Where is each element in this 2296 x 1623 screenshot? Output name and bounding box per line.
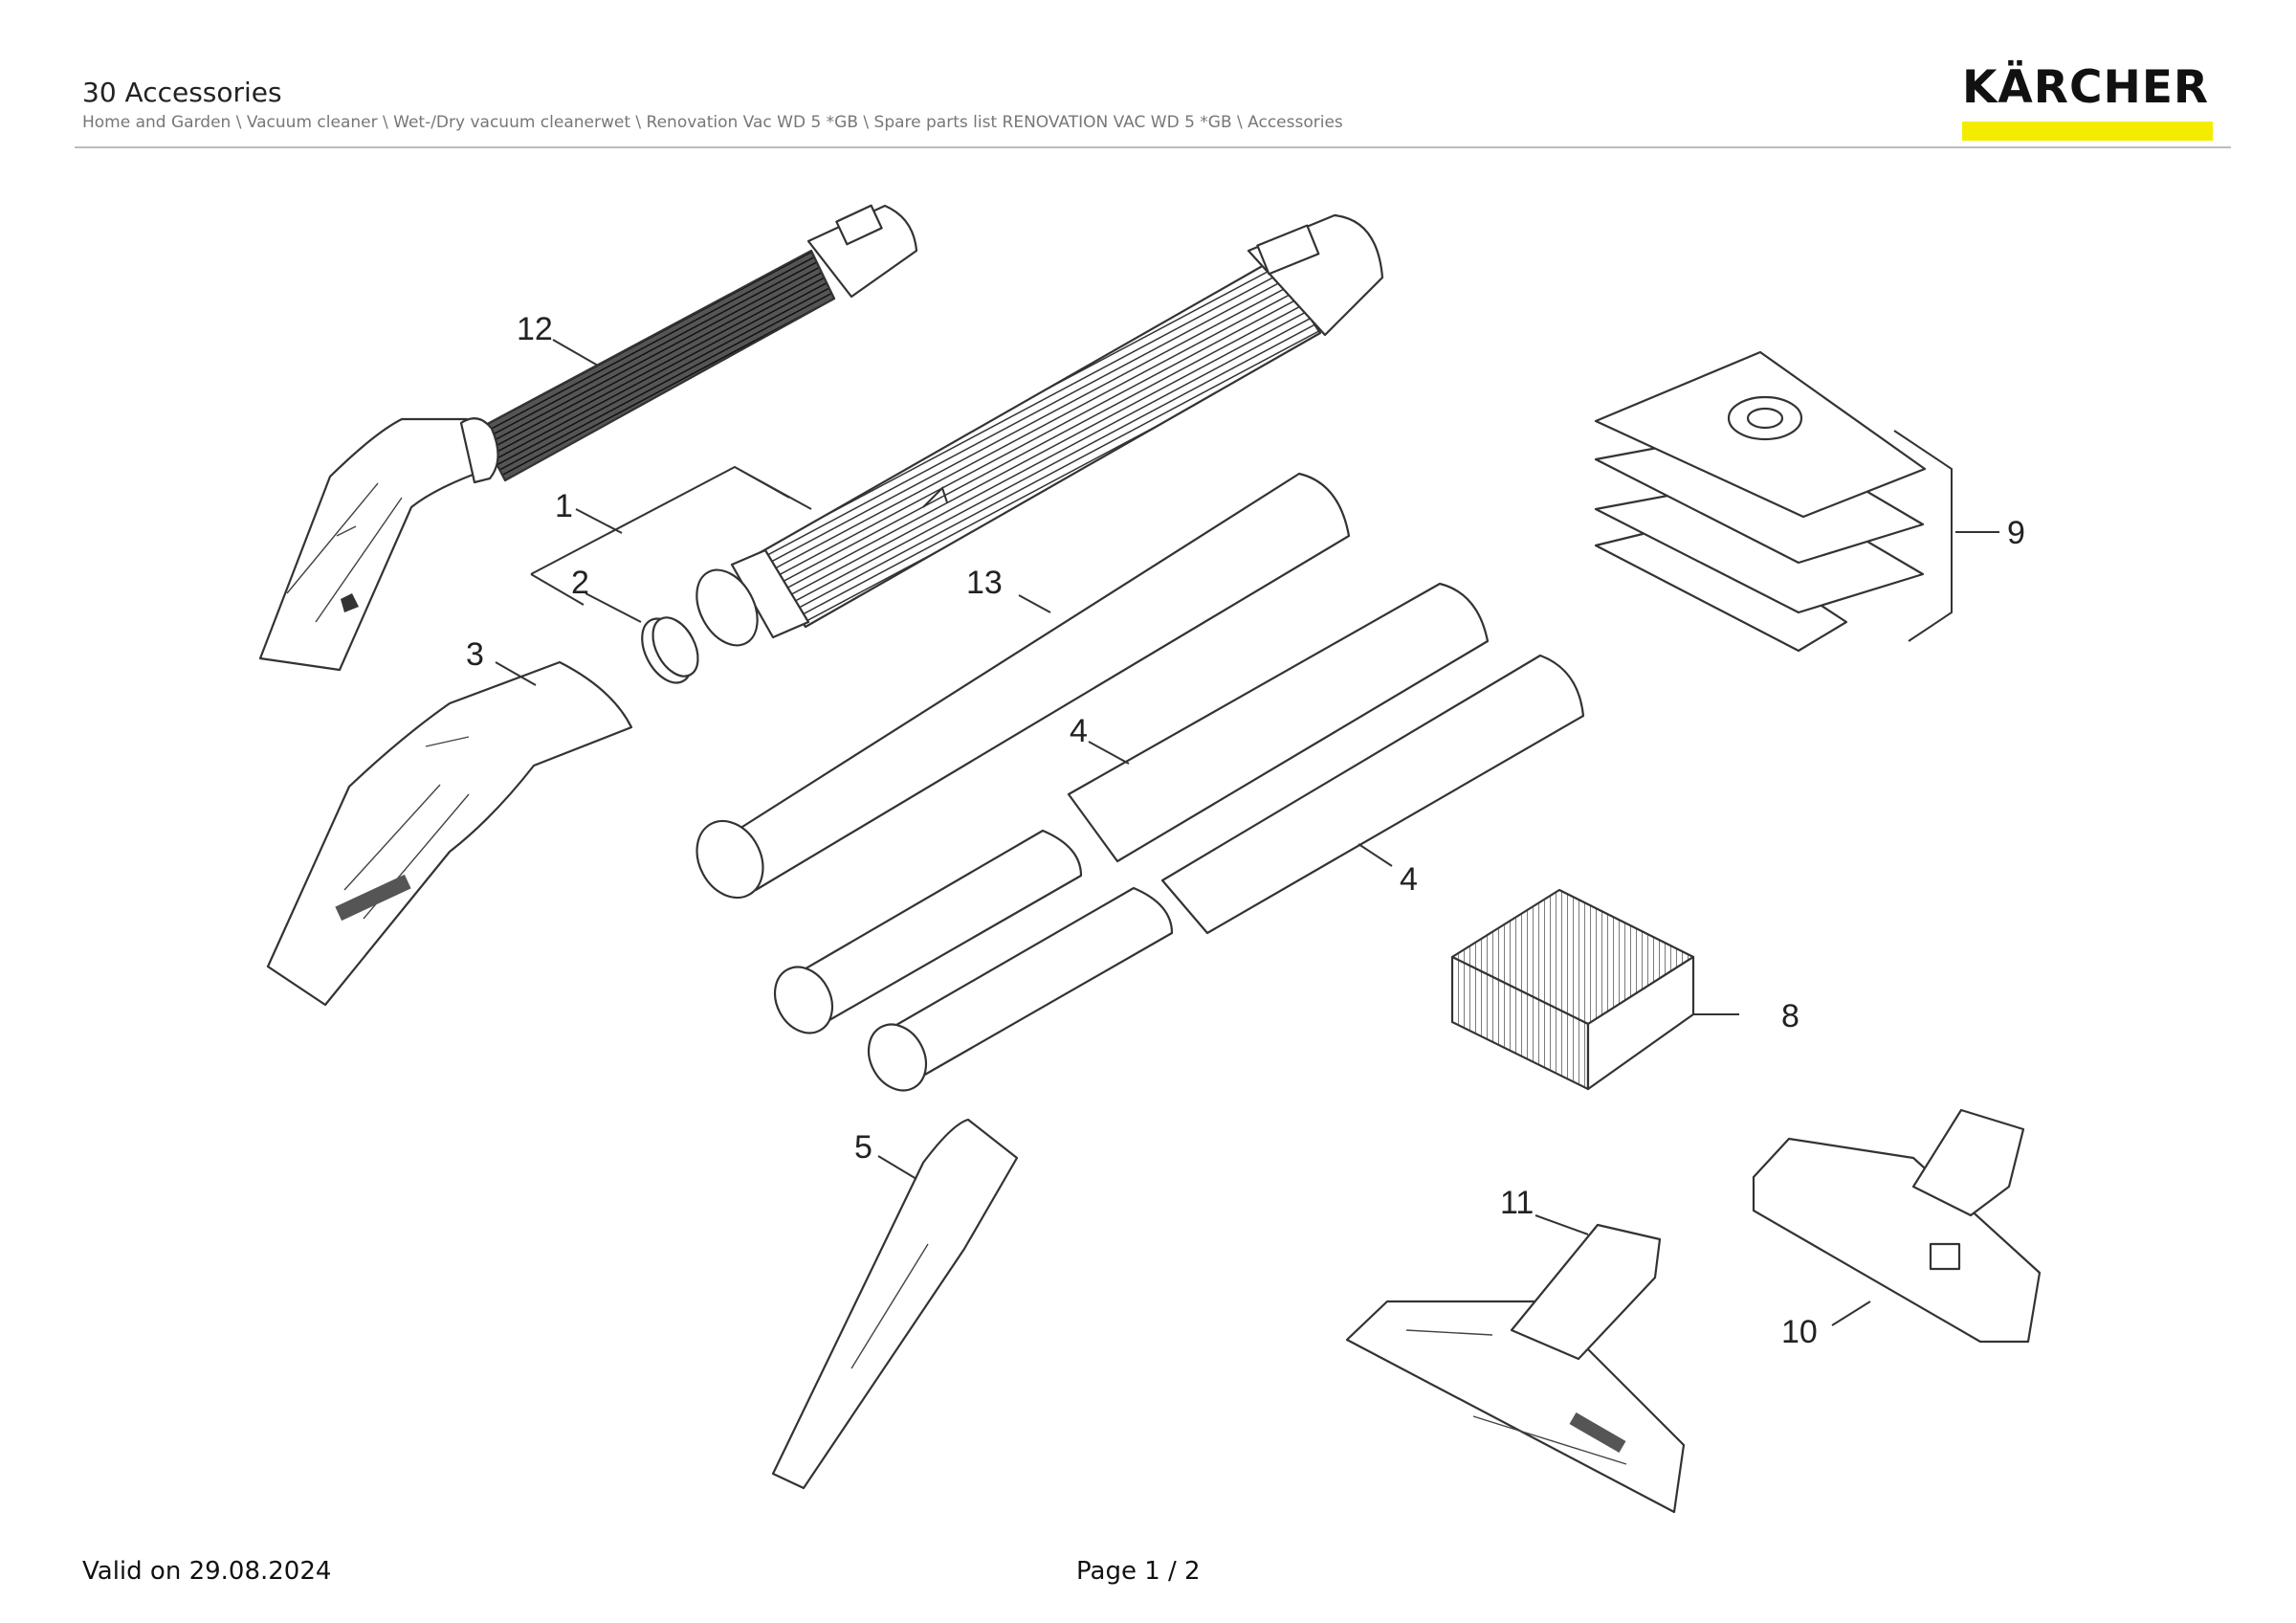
callout-1: 1	[555, 488, 573, 524]
logo-yellow-bar	[1962, 122, 2213, 141]
callout-9: 9	[2007, 515, 2025, 551]
part-11-floor-nozzle	[1345, 1223, 1686, 1514]
callout-12: 12	[517, 311, 553, 347]
breadcrumb[interactable]: Home and Garden \ Vacuum cleaner \ Wet-/…	[82, 113, 1343, 132]
karcher-logo: KÄRCHER	[1962, 63, 2215, 141]
callout-8: 8	[1781, 998, 1799, 1034]
logo-wordmark: KÄRCHER	[1962, 61, 2210, 114]
callout-3: 3	[466, 636, 484, 673]
part-5-crevice-nozzle	[771, 1118, 1019, 1490]
callout-13: 13	[966, 565, 1003, 601]
part-9-filter-bags	[1594, 350, 1953, 653]
callout-labels: 12 1 2 3 13 4 4 5 9 8 11 10	[466, 311, 2025, 1350]
callout-4-upper: 4	[1070, 713, 1088, 749]
part-2-clip-ring	[641, 616, 699, 684]
part-12-suction-hose-with-handle	[258, 204, 918, 672]
page-number: Page 1 / 2	[1076, 1557, 1201, 1586]
part-13-suction-tube	[695, 472, 1351, 900]
valid-date: Valid on 29.08.2024	[82, 1557, 332, 1586]
callout-2: 2	[571, 565, 589, 601]
callout-4-lower: 4	[1400, 861, 1418, 898]
part-3-handle-bend	[266, 660, 633, 1007]
part-1-suction-hose	[695, 213, 1384, 647]
part-10-floor-nozzle	[1752, 1108, 2042, 1344]
part-4-suction-tube-upper	[773, 582, 1490, 1034]
part-8-flat-pleated-filter	[1450, 888, 1695, 1091]
page-title: 30 Accessories	[82, 77, 282, 108]
callout-leaders	[495, 339, 1999, 1326]
header-divider	[75, 146, 2231, 148]
callout-5: 5	[854, 1129, 872, 1166]
part-4-suction-tube-lower	[867, 654, 1585, 1092]
callout-10: 10	[1781, 1314, 1818, 1350]
callout-11: 11	[1500, 1185, 1534, 1221]
